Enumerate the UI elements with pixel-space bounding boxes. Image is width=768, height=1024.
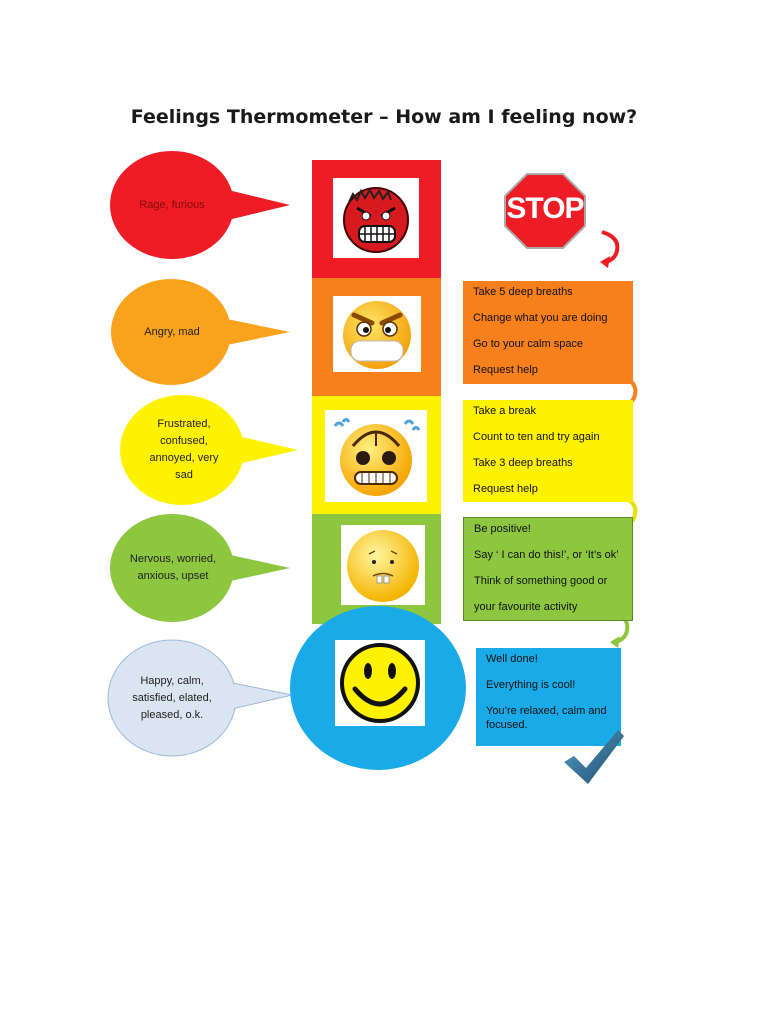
action-box-green: Be positive! Say ‘ I can do this!’, or ‘… [463, 517, 633, 621]
face-box-blue [335, 640, 425, 726]
action-item: Think of something good or [474, 575, 608, 587]
checkmark-icon [564, 730, 624, 784]
feeling-label-happy: Happy, calm, satisfied, elated, pleased,… [132, 674, 212, 721]
face-box-red [333, 178, 419, 258]
feeling-label-angry: Angry, mad [144, 325, 200, 338]
angry-face-icon [343, 301, 411, 369]
action-item: Request help [473, 483, 538, 495]
action-item: You’re relaxed, calm and focused. [486, 705, 607, 731]
stop-sign-icon [504, 173, 586, 249]
action-item: Be positive! [474, 523, 531, 535]
frustrated-face-icon [333, 418, 421, 496]
action-item: Well done! [486, 653, 538, 665]
face-box-orange [333, 296, 421, 372]
action-item: Take a break [473, 405, 536, 417]
page-title: Feelings Thermometer – How am I feeling … [130, 106, 638, 128]
action-item: Count to ten and try again [473, 431, 600, 443]
action-box-orange: Take 5 deep breaths Change what you are … [463, 281, 633, 384]
curved-arrow-red-icon [600, 230, 620, 268]
feeling-label-rage: Rage, furious [139, 198, 205, 211]
action-item: Change what you are doing [473, 312, 608, 324]
face-box-green [341, 525, 425, 605]
action-box-blue: Well done! Everything is cool! You’re re… [476, 648, 621, 746]
bubble-rage [110, 151, 290, 259]
nervous-face-icon [347, 530, 419, 602]
feeling-label-frustrated: Frustrated, confused, annoyed, very sad [149, 418, 219, 481]
action-item: Take 3 deep breaths [473, 457, 573, 469]
action-item: Take 5 deep breaths [473, 286, 573, 298]
action-item: Go to your calm space [473, 338, 584, 350]
bubble-happy [107, 639, 293, 757]
action-box-yellow: Take a break Count to ten and try again … [463, 400, 633, 502]
face-box-yellow [325, 410, 427, 502]
action-item: Say ‘ I can do this!’, or ‘It’s ok’ [474, 549, 619, 561]
action-item: your favourite activity [474, 601, 578, 613]
action-item: Everything is cool! [486, 679, 576, 691]
furious-face-icon [343, 187, 409, 253]
feeling-label-nervous: Nervous, worried, anxious, upset [129, 553, 217, 582]
stop-sign-label: STOP [506, 192, 584, 225]
action-item: Request help [473, 364, 538, 376]
bubble-nervous [110, 514, 290, 622]
bubble-angry [111, 279, 290, 385]
happy-face-icon [340, 643, 420, 723]
bubble-frustrated [120, 395, 298, 505]
